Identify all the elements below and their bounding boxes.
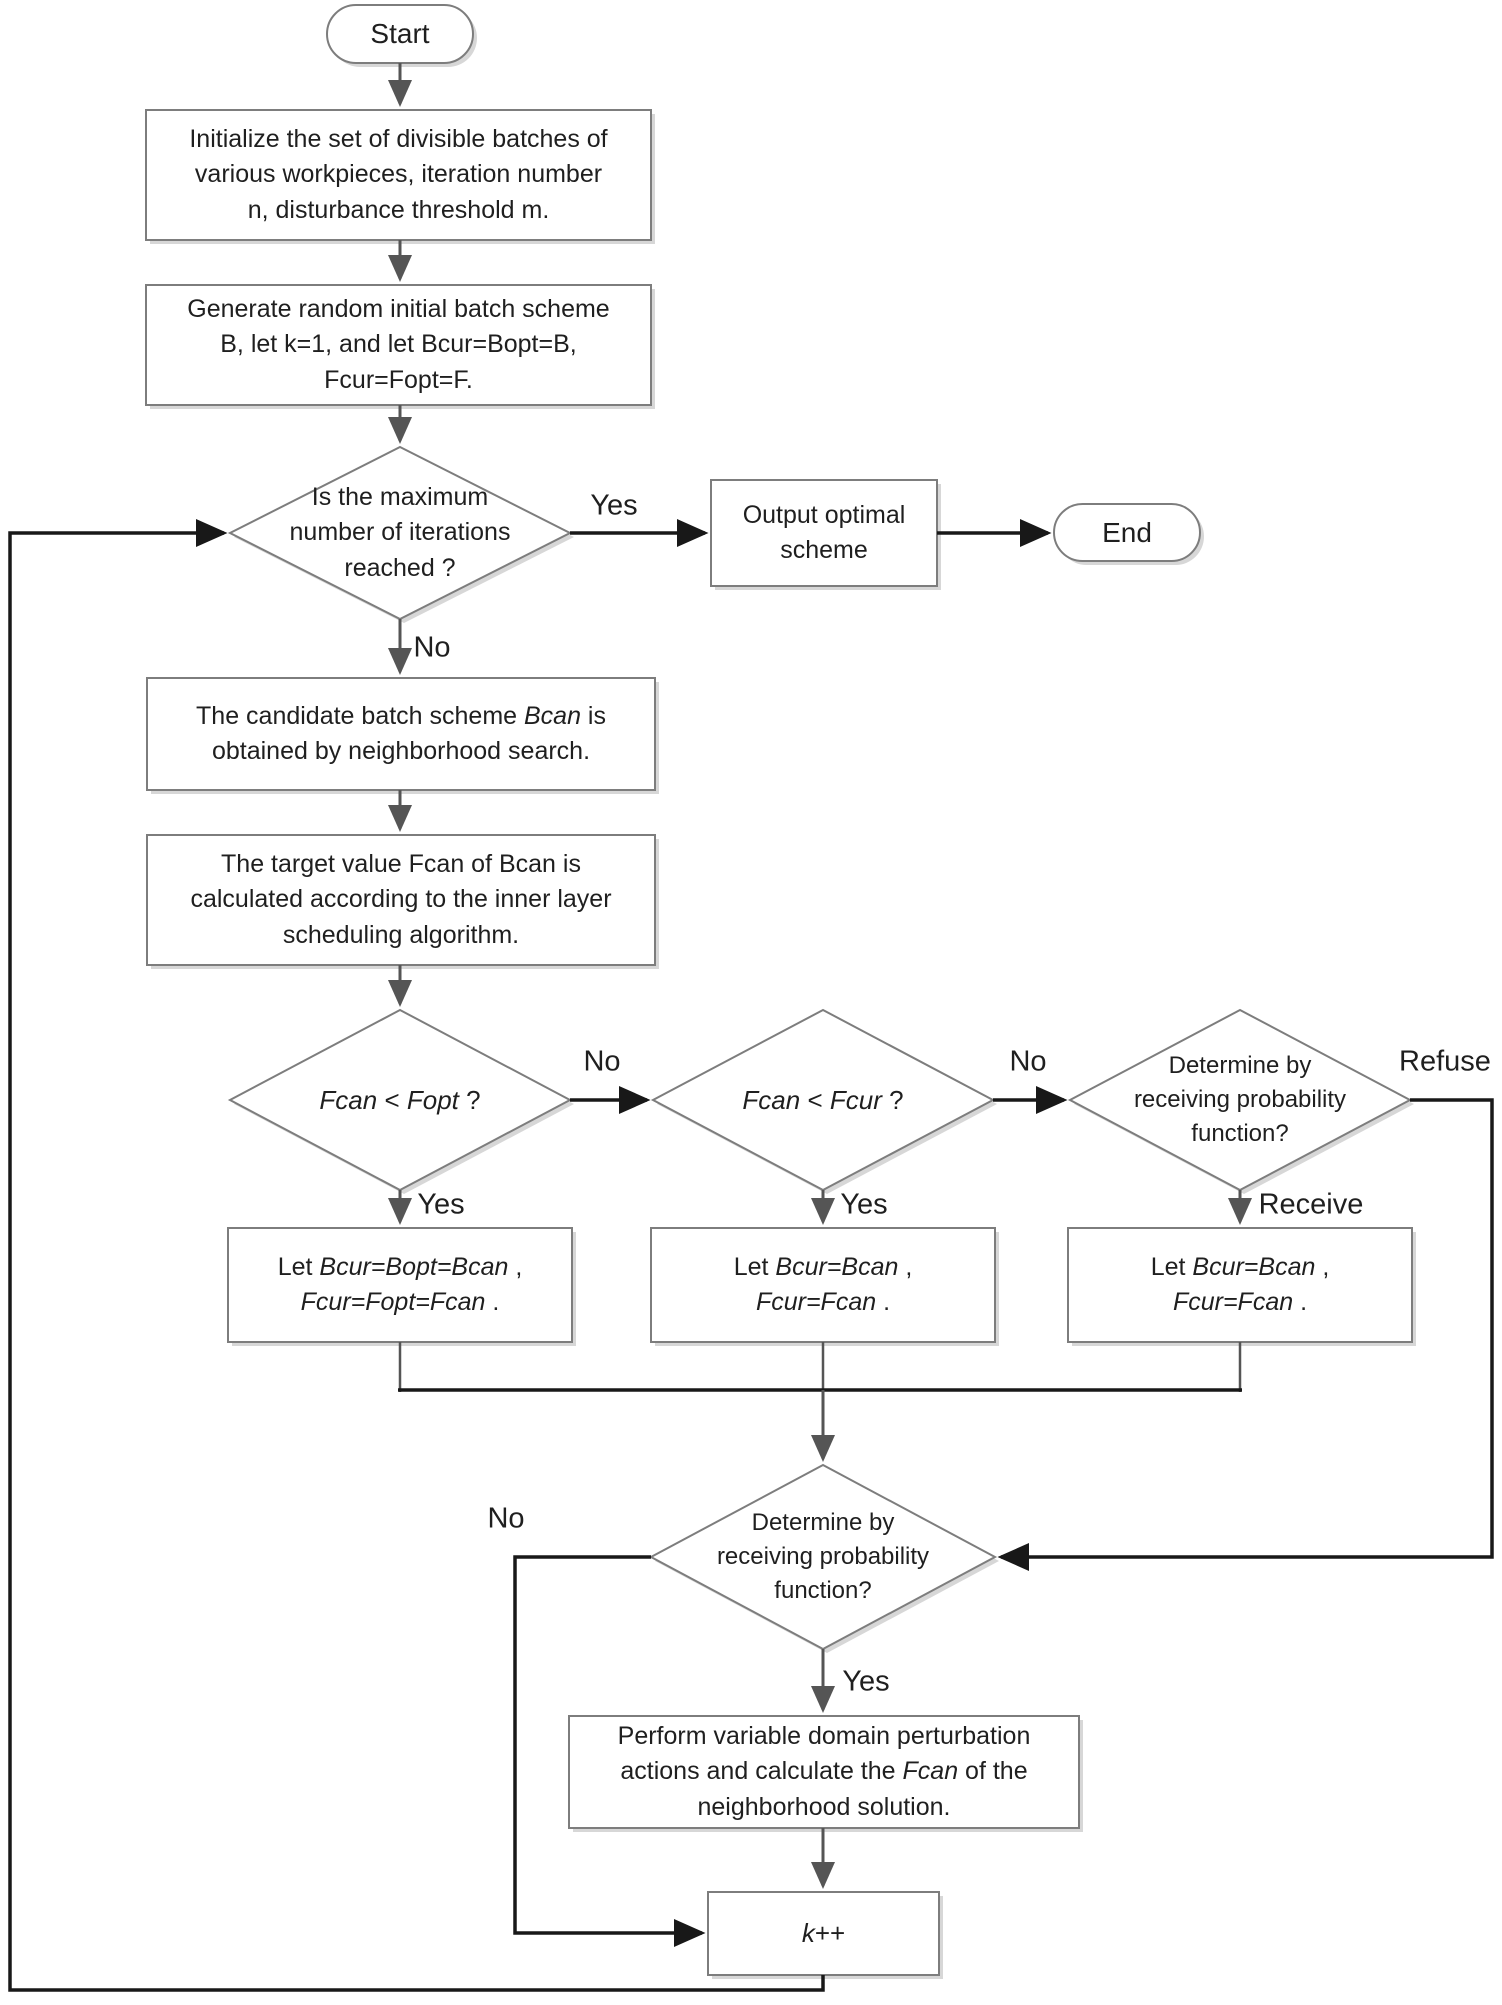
candidate-batch-box (146, 677, 656, 791)
init-box (145, 109, 652, 241)
perturbation-box (568, 1715, 1080, 1829)
let-bcur-bcan-box-mid (650, 1227, 996, 1343)
fcan-lt-fopt-diamond (227, 1008, 573, 1192)
receiving-probability-diamond-1 (1067, 1008, 1413, 1192)
max-iterations-diamond (227, 445, 573, 621)
let-bcur-bopt-bcan-box (227, 1227, 573, 1343)
let-bcur-bcan-box-right (1067, 1227, 1413, 1343)
fcan-lt-fcur-diamond (650, 1008, 996, 1192)
refuse-path (997, 1098, 1494, 1571)
generate-box (145, 284, 652, 406)
diamond5-no-path (513, 1555, 706, 1947)
target-value-box (146, 834, 656, 966)
feedback-loop (8, 519, 825, 1992)
receiving-probability-diamond-2 (648, 1463, 998, 1651)
end-node (1053, 503, 1201, 562)
start-node (326, 4, 474, 64)
k-increment-box (707, 1891, 940, 1976)
output-optimal-box (710, 479, 938, 587)
